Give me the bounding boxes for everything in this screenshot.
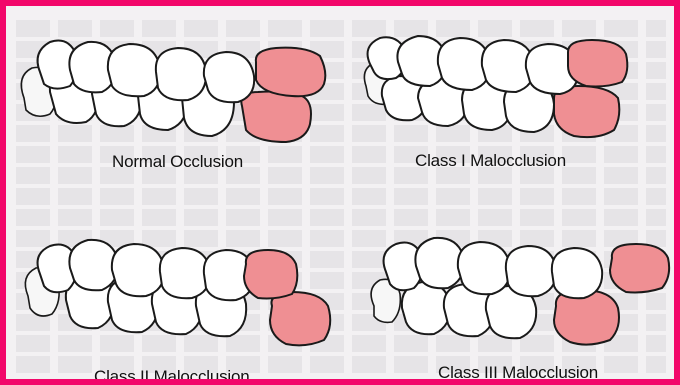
- class-iii-teeth: [346, 196, 680, 385]
- caption-normal-occlusion: Normal Occlusion: [112, 152, 243, 172]
- class-ii-teeth: [6, 196, 346, 385]
- panel-class-iii-malocclusion: [346, 196, 680, 385]
- caption-class-ii-malocclusion: Class II Malocclusion: [94, 367, 249, 385]
- caption-class-iii-malocclusion: Class III Malocclusion: [438, 363, 598, 383]
- panel-class-ii-malocclusion: [6, 196, 346, 385]
- caption-class-i-malocclusion: Class I Malocclusion: [415, 151, 566, 171]
